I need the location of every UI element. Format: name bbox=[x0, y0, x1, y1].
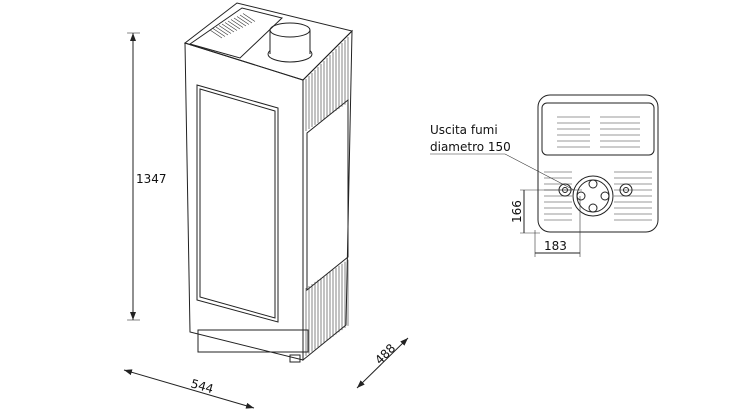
grille-line bbox=[230, 19, 244, 28]
stove-top-view bbox=[537, 94, 659, 233]
grille-line bbox=[215, 26, 229, 36]
stove-foot bbox=[289, 354, 301, 363]
flue-collar bbox=[269, 22, 311, 38]
flue-label-line1: Uscita fumi bbox=[430, 123, 498, 137]
grille-line bbox=[236, 16, 250, 25]
grille-line bbox=[221, 23, 235, 33]
grille-line bbox=[212, 28, 226, 37]
stove-side-face bbox=[302, 29, 353, 362]
width-value: 544 bbox=[189, 376, 215, 396]
flue-label-line2: diametro 150 bbox=[430, 140, 511, 154]
flue-vertical-value: 166 bbox=[510, 200, 524, 223]
side-grille-bottom bbox=[305, 259, 349, 356]
grille-line bbox=[242, 13, 256, 22]
side-glass-panel bbox=[306, 98, 349, 292]
grille-line bbox=[233, 17, 247, 27]
dimension-flue-vertical: 166 bbox=[510, 189, 582, 234]
grille-line bbox=[218, 25, 232, 34]
grille-line bbox=[209, 29, 223, 39]
depth-value: 488 bbox=[372, 341, 398, 367]
dimension-height: 1347 bbox=[127, 32, 167, 321]
grille-line bbox=[227, 20, 241, 30]
dimension-flue-horizontal: 183 bbox=[534, 196, 581, 257]
top-view-upper-panel bbox=[541, 102, 655, 156]
flue-horizontal-value: 183 bbox=[544, 239, 567, 253]
grille-line bbox=[224, 22, 238, 31]
height-value: 1347 bbox=[136, 172, 167, 186]
right-knob bbox=[619, 183, 633, 197]
grille-line bbox=[239, 14, 253, 24]
dimension-width: 544 bbox=[123, 369, 255, 409]
side-grille-top bbox=[305, 37, 349, 131]
dimension-depth: 488 bbox=[356, 337, 409, 389]
top-vent-panel bbox=[188, 7, 284, 59]
flue-callout: Uscita fumi diametro 150 bbox=[430, 123, 575, 191]
top-vent-grille bbox=[209, 13, 256, 39]
door-glass bbox=[199, 88, 276, 319]
top-view-upper-grille bbox=[557, 116, 640, 148]
stove-door bbox=[196, 84, 279, 323]
stove-isometric-view bbox=[183, 2, 353, 363]
top-view-lower-grille bbox=[544, 171, 652, 221]
flue-outlet bbox=[572, 175, 614, 217]
top-view-outline bbox=[537, 94, 659, 233]
stove-base bbox=[197, 329, 309, 353]
